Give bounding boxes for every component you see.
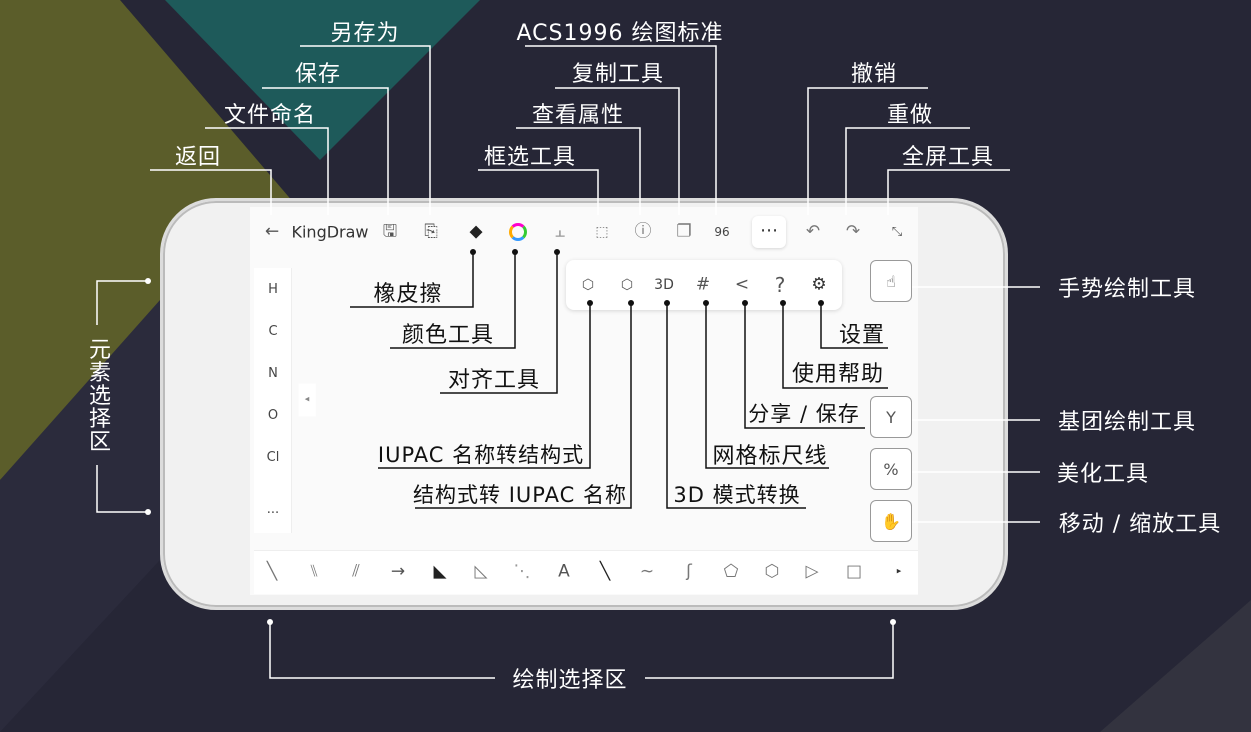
structure-to-name-icon[interactable]: ⬡ [620, 277, 634, 293]
element-cl[interactable]: Cl [266, 450, 280, 465]
cyclopentane-icon[interactable]: ⬠ [723, 561, 739, 582]
move-zoom-button[interactable]: ✋ [870, 500, 912, 542]
color-wheel-icon[interactable] [509, 223, 527, 241]
beautify-button[interactable]: % [870, 448, 912, 490]
hashed-bond-icon[interactable]: ⋱ [513, 561, 531, 582]
label-fullscreen: 全屏工具 [901, 145, 995, 170]
label-3d-mode: 3D 模式转换 [673, 483, 801, 507]
label-share: 分享 / 保存 [748, 402, 860, 426]
fullscreen-icon[interactable]: ⤡ [891, 224, 903, 240]
label-properties: 查看属性 [531, 103, 625, 128]
label-element-area: 元素选择区 [85, 337, 110, 453]
box-select-icon[interactable]: ⬚ [595, 224, 609, 240]
more-button[interactable]: ⋯ [752, 216, 786, 248]
undo-icon[interactable]: ↶ [805, 221, 821, 242]
hollow-wedge-icon[interactable]: ◺ [474, 561, 488, 582]
collapse-sidebar-icon[interactable]: ◂ [298, 383, 316, 417]
toolbar-more-icon[interactable]: ▸ [896, 566, 902, 577]
bold-bond-icon[interactable]: ╲ [599, 561, 611, 582]
share-icon[interactable]: < [734, 274, 750, 295]
label-save-as: 另存为 [330, 21, 400, 46]
arrow-icon[interactable]: → [390, 561, 406, 582]
label-redo: 重做 [886, 103, 934, 128]
double-bond-icon[interactable]: ⑊ [308, 561, 320, 582]
label-move-zoom: 移动 / 缩放工具 [1058, 512, 1222, 537]
element-c[interactable]: C [268, 324, 278, 339]
label-acs: ACS1996 绘图标准 [516, 21, 724, 46]
grid-icon[interactable]: # [695, 274, 711, 295]
triangle-icon[interactable]: ▷ [805, 561, 819, 582]
eraser-icon[interactable]: ◆ [469, 221, 483, 242]
3d-mode-button[interactable]: 3D [654, 277, 674, 293]
label-gesture: 手势绘制工具 [1057, 277, 1197, 302]
label-select: 框选工具 [483, 145, 577, 170]
label-draw-area: 绘制选择区 [512, 668, 628, 693]
element-sidebar: H C N O Cl ... [254, 268, 292, 533]
triple-bond-icon[interactable]: ⫽ [352, 561, 360, 582]
gesture-draw-button[interactable]: ☝ [870, 260, 912, 302]
help-icon[interactable]: ? [774, 273, 786, 297]
element-n[interactable]: N [268, 366, 278, 381]
info-icon[interactable]: ⓘ [634, 221, 652, 242]
label-copy: 复制工具 [571, 62, 665, 87]
label-align: 对齐工具 [447, 368, 541, 393]
single-bond-icon[interactable]: ╲ [266, 561, 278, 582]
settings-icon[interactable]: ⚙ [811, 274, 827, 295]
element-o[interactable]: O [267, 408, 279, 423]
save-as-icon[interactable]: ⎘ [424, 221, 438, 242]
label-rename: 文件命名 [223, 103, 317, 128]
redo-icon[interactable]: ↷ [845, 221, 861, 242]
align-icon[interactable]: ⫠ [554, 221, 566, 242]
label-undo: 撤销 [850, 62, 898, 87]
benzene-icon[interactable]: ⬡ [764, 561, 780, 582]
label-settings: 设置 [838, 323, 886, 348]
draw-toolbar [254, 550, 918, 594]
label-color: 颜色工具 [401, 323, 495, 348]
label-save: 保存 [294, 62, 342, 87]
label-grid: 网格标尺线 [712, 444, 828, 469]
group-icon: Y [886, 407, 896, 427]
back-arrow-icon[interactable]: ← [264, 221, 280, 242]
element-h[interactable]: H [268, 282, 278, 297]
app-title[interactable]: KingDraw [291, 222, 369, 242]
name-to-structure-icon[interactable]: ⬡ [581, 277, 595, 293]
square-icon[interactable]: □ [845, 561, 863, 582]
label-structure-to-iupac: 结构式转 IUPAC 名称 [413, 483, 627, 507]
wavy-bond-icon[interactable]: ∼ [639, 561, 655, 582]
text-tool-icon[interactable]: A [558, 561, 570, 582]
copy-icon[interactable]: ❐ [676, 221, 692, 242]
group-draw-button[interactable]: Y [870, 396, 912, 438]
beautify-icon: % [883, 459, 899, 479]
label-iupac-to-structure: IUPAC 名称转结构式 [377, 443, 585, 467]
save-icon[interactable]: 🖫 [382, 221, 398, 242]
label-beautify: 美化工具 [1056, 462, 1150, 487]
label-back: 返回 [174, 145, 222, 170]
wedge-bond-icon[interactable]: ◣ [433, 561, 447, 582]
label-group: 基团绘制工具 [1057, 410, 1197, 435]
chain-icon[interactable]: ʃ [686, 561, 692, 582]
gesture-icon: ☝ [886, 271, 896, 291]
element-more[interactable]: ... [266, 502, 280, 517]
acs-standard-button[interactable]: 96 [714, 225, 730, 239]
label-eraser: 橡皮擦 [373, 282, 443, 307]
label-help: 使用帮助 [791, 362, 885, 387]
hand-icon: ✋ [881, 511, 901, 531]
